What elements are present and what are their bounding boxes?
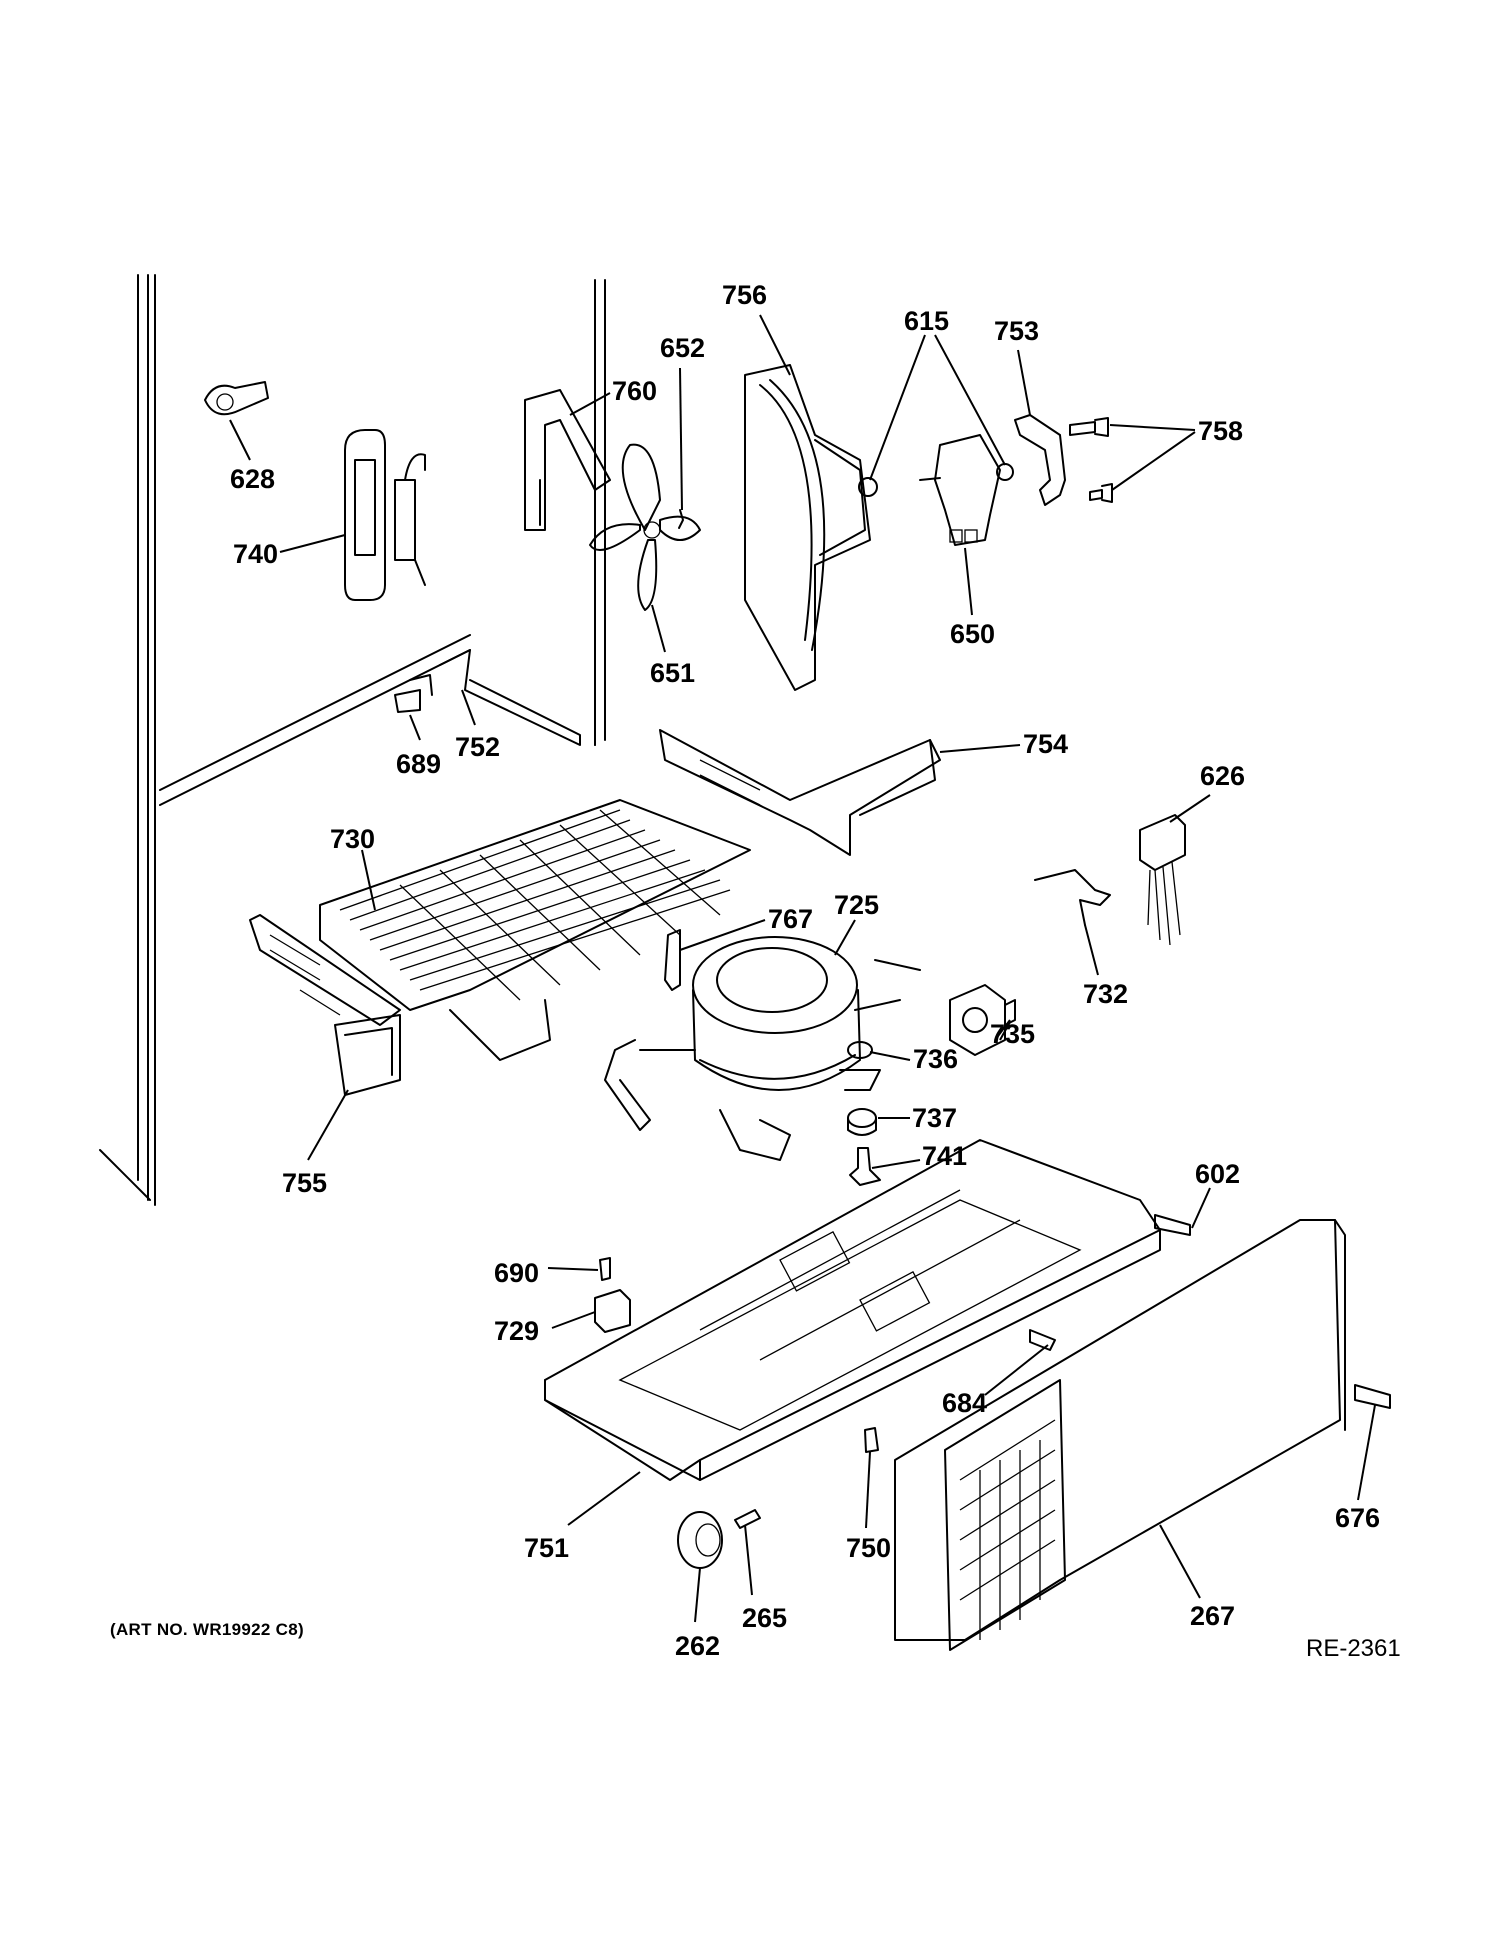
callout-751: 751 — [524, 1533, 569, 1563]
callout-756: 756 — [722, 280, 767, 310]
callout-740: 740 — [233, 539, 278, 569]
clip-767-part — [664, 929, 681, 991]
callout-752: 752 — [455, 732, 500, 762]
callout-628: 628 — [230, 464, 275, 494]
callout-730: 730 — [330, 824, 375, 854]
callout-732: 732 — [1083, 979, 1128, 1009]
screws-602-684-676 — [1029, 1214, 1391, 1409]
clamp-part — [204, 381, 269, 416]
callout-684: 684 — [942, 1388, 987, 1418]
reference-code: RE-2361 — [1306, 1635, 1401, 1662]
condenser-coil-part — [319, 799, 751, 1061]
access-cover-part — [894, 1219, 1346, 1651]
callout-652: 652 — [660, 333, 705, 363]
callout-676: 676 — [1335, 1503, 1380, 1533]
callout-602: 602 — [1195, 1159, 1240, 1189]
fan-motor-part — [858, 434, 1014, 546]
dryer-part — [344, 429, 426, 601]
fan-blade-part — [589, 443, 701, 611]
grommet-parts — [847, 1041, 881, 1186]
cabinet-side-wall — [99, 274, 606, 1206]
callout-615: 615 — [904, 306, 949, 336]
callout-650: 650 — [950, 619, 995, 649]
wire-and-overload-parts — [1034, 814, 1186, 946]
callout-626: 626 — [1200, 761, 1245, 791]
callout-750: 750 — [846, 1533, 891, 1563]
callout-651: 651 — [650, 658, 695, 688]
callout-736: 736 — [913, 1044, 958, 1074]
callout-262: 262 — [675, 1631, 720, 1661]
callout-725: 725 — [834, 890, 879, 920]
callout-690: 690 — [494, 1258, 539, 1288]
callout-755: 755 — [282, 1168, 327, 1198]
air-baffle-part — [659, 729, 941, 856]
leader-lines — [229, 314, 1376, 1623]
fan-shroud-part — [744, 364, 871, 691]
callout-729: 729 — [494, 1316, 539, 1346]
callout-labels: 756 615 753 652 760 758 628 740 650 651 … — [230, 280, 1380, 1661]
callout-754: 754 — [1023, 729, 1068, 759]
callout-767: 767 — [768, 904, 813, 934]
clip-part — [678, 509, 684, 529]
bracket-and-screw — [394, 649, 581, 746]
shroud-bracket-part — [524, 389, 611, 531]
compressor-part — [604, 936, 921, 1161]
machine-compartment-base — [544, 1139, 1161, 1481]
art-number-note: (ART NO. WR19922 C8) — [110, 1620, 304, 1639]
callout-741: 741 — [922, 1141, 967, 1171]
callout-758: 758 — [1198, 416, 1243, 446]
callout-265: 265 — [742, 1603, 787, 1633]
callout-753: 753 — [994, 316, 1039, 346]
condenser-bracket-part — [249, 914, 401, 1096]
callout-760: 760 — [612, 376, 657, 406]
screw-690-and-capacitor-729 — [594, 1257, 631, 1333]
motor-bracket-part — [1014, 414, 1113, 506]
callout-267: 267 — [1190, 1601, 1235, 1631]
callout-689: 689 — [396, 749, 441, 779]
callout-735: 735 — [990, 1019, 1035, 1049]
callout-737: 737 — [912, 1103, 957, 1133]
